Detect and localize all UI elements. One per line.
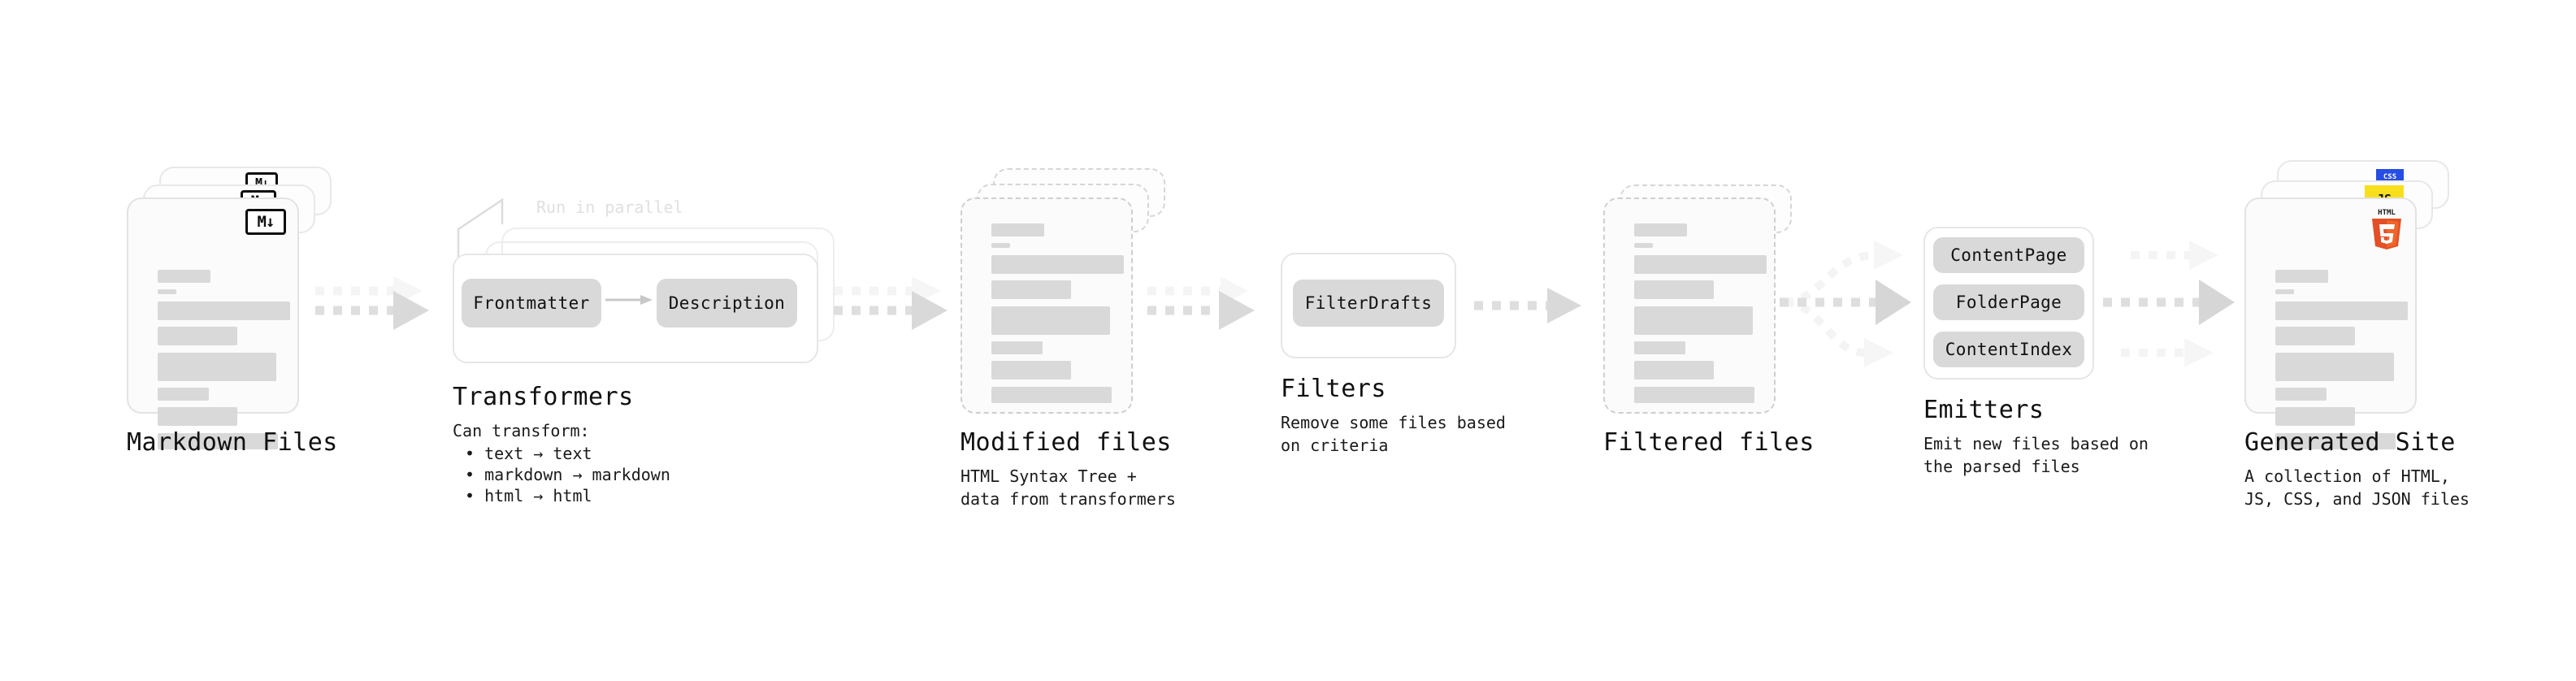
skeleton-line (2275, 327, 2355, 345)
transformer-chip-description[interactable]: Description (657, 279, 797, 327)
transformers-subtitle: Can transform: (453, 421, 590, 440)
run-in-parallel-label: Run in parallel (536, 197, 683, 217)
skeleton-line (158, 407, 237, 426)
filters-title: Filters (1281, 375, 1386, 403)
markdown-icon: M↓ (245, 209, 286, 235)
connector-fanout-emitters (1780, 241, 1911, 367)
skeleton-line (158, 270, 210, 283)
skeleton-line (158, 433, 278, 449)
emitters-subtitle: Emit new files based on the parsed files (1923, 434, 2149, 476)
skeleton-line (158, 327, 237, 345)
skeleton-line (1634, 341, 1685, 354)
skeleton-line (158, 353, 276, 381)
skeleton-line (991, 341, 1043, 354)
skeleton-line (1634, 223, 1687, 236)
emitter-chip-contentindex[interactable]: ContentIndex (1933, 332, 2084, 367)
svg-text:HTML: HTML (2378, 209, 2396, 217)
skeleton-line (158, 301, 290, 320)
markdown-files-title: Markdown Files (127, 428, 338, 457)
skeleton-line (991, 306, 1110, 335)
site-card[interactable]: HTML (2244, 197, 2417, 449)
modified-files-title: Modified files (961, 428, 1172, 457)
skeleton-line (991, 255, 1124, 274)
skeleton-line (991, 223, 1044, 236)
skeleton-line (1634, 306, 1753, 335)
skeleton-line (2275, 433, 2396, 449)
skeleton-line (2275, 301, 2408, 320)
skeleton-line (1634, 280, 1714, 299)
svg-text:CSS: CSS (2383, 173, 2396, 181)
run-in-parallel-bracket (457, 197, 504, 258)
modified-card[interactable] (961, 197, 1133, 414)
markdown-card[interactable]: M↓ (127, 197, 299, 449)
filtered-files-title: Filtered files (1603, 428, 1815, 457)
filtered-card[interactable] (1603, 197, 1776, 414)
generated-site-title: Generated Site (2244, 428, 2456, 457)
skeleton-line (991, 387, 1112, 403)
emitter-chip-contentpage[interactable]: ContentPage (1933, 237, 2084, 273)
skeleton-line (991, 361, 1071, 380)
connector-arrow-3 (1147, 276, 1255, 330)
connector-arrow-4 (1474, 288, 1581, 323)
transformers-title: Transformers (453, 383, 634, 411)
transformers-bullet-2: • html → html (465, 486, 592, 505)
connector-arrow-1 (315, 276, 429, 330)
skeleton-line (1634, 387, 1754, 403)
html5-icon: HTML (2372, 209, 2401, 249)
skeleton-line (991, 243, 1010, 248)
skeleton-line (991, 280, 1071, 299)
transformer-arrow (605, 295, 653, 305)
connector-arrow-2 (834, 276, 948, 330)
skeleton-line (2275, 353, 2394, 381)
skeleton-line (158, 388, 209, 401)
filters-subtitle: Remove some files based on criteria (1281, 413, 1506, 455)
skeleton-line (2275, 388, 2327, 401)
skeleton-line (1634, 243, 1653, 248)
filter-chip-filterdrafts[interactable]: FilterDrafts (1293, 280, 1444, 327)
transformer-chip-frontmatter[interactable]: Frontmatter (462, 279, 601, 327)
skeleton-line (1634, 361, 1714, 380)
generated-site-subtitle: A collection of HTML, JS, CSS, and JSON … (2244, 466, 2470, 509)
skeleton-line (158, 289, 176, 294)
transformers-bullet-1: • markdown → markdown (465, 465, 670, 484)
skeleton-line (1634, 255, 1767, 274)
skeleton-line (2275, 289, 2294, 294)
emitters-title: Emitters (1923, 396, 2045, 424)
skeleton-line (2275, 407, 2355, 426)
connector-fanin-site (2103, 241, 2235, 367)
modified-files-subtitle: HTML Syntax Tree + data from transformer… (961, 466, 1176, 509)
skeleton-line (2275, 270, 2328, 283)
transformers-bullet-0: • text → text (465, 444, 592, 463)
emitter-chip-folderpage[interactable]: FolderPage (1933, 284, 2084, 320)
